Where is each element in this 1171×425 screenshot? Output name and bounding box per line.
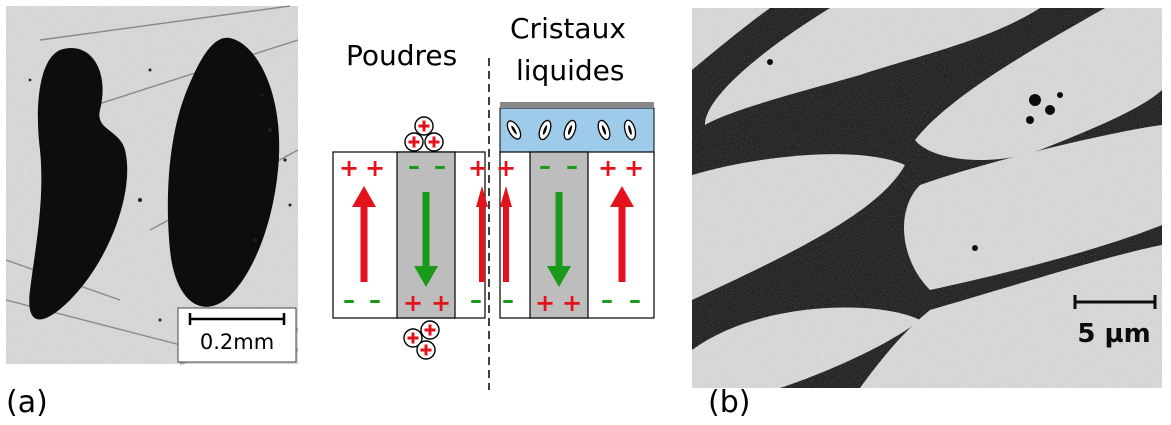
- svg-text:+: +: [598, 154, 618, 182]
- svg-text:+: +: [365, 154, 385, 182]
- svg-text:–: –: [566, 152, 578, 180]
- surface-charges: + + – – + + – – + + – – + + – – + + – –: [339, 152, 644, 317]
- scale-bar-label-a: 0.2mm: [200, 330, 274, 354]
- svg-text:–: –: [470, 286, 482, 314]
- panel-b-micrograph: 5 µm: [692, 8, 1162, 388]
- svg-text:+: +: [535, 289, 555, 317]
- heading-powders: Poudres: [346, 39, 457, 72]
- schematic: Poudres Cristaux liquides: [332, 12, 655, 390]
- svg-text:–: –: [601, 286, 613, 314]
- scale-bar-b: [1073, 295, 1157, 309]
- scale-bar-box-a: [177, 307, 297, 363]
- svg-text:–: –: [629, 286, 641, 314]
- svg-text:–: –: [408, 152, 420, 180]
- svg-text:+: +: [431, 289, 451, 317]
- polarization-arrows: [352, 186, 634, 287]
- svg-text:+: +: [339, 154, 359, 182]
- panel-a-micrograph: 0.2mm: [5, 5, 299, 366]
- scale-bar-a: [188, 313, 286, 325]
- svg-text:+: +: [496, 154, 516, 182]
- panel-b-label: (b): [708, 385, 750, 420]
- svg-text:–: –: [434, 152, 446, 180]
- top-electrode: [500, 102, 654, 108]
- svg-text:+: +: [403, 289, 423, 317]
- panel-a-label: (a): [6, 385, 48, 420]
- scale-bar-label-b: 5 µm: [1077, 319, 1150, 349]
- svg-text:–: –: [369, 286, 381, 314]
- svg-text:–: –: [343, 286, 355, 314]
- heading-liquid-crystals-line2: liquides: [516, 54, 624, 87]
- svg-text:+: +: [468, 154, 488, 182]
- powder-particles-top: [403, 115, 445, 153]
- powder-particles-bottom: [402, 319, 441, 361]
- domain-left: [29, 48, 128, 320]
- svg-text:+: +: [562, 289, 582, 317]
- domain-right: [167, 37, 280, 307]
- svg-text:+: +: [624, 154, 644, 182]
- svg-text:–: –: [502, 286, 514, 314]
- heading-liquid-crystals-line1: Cristaux: [510, 12, 626, 45]
- svg-text:–: –: [539, 152, 551, 180]
